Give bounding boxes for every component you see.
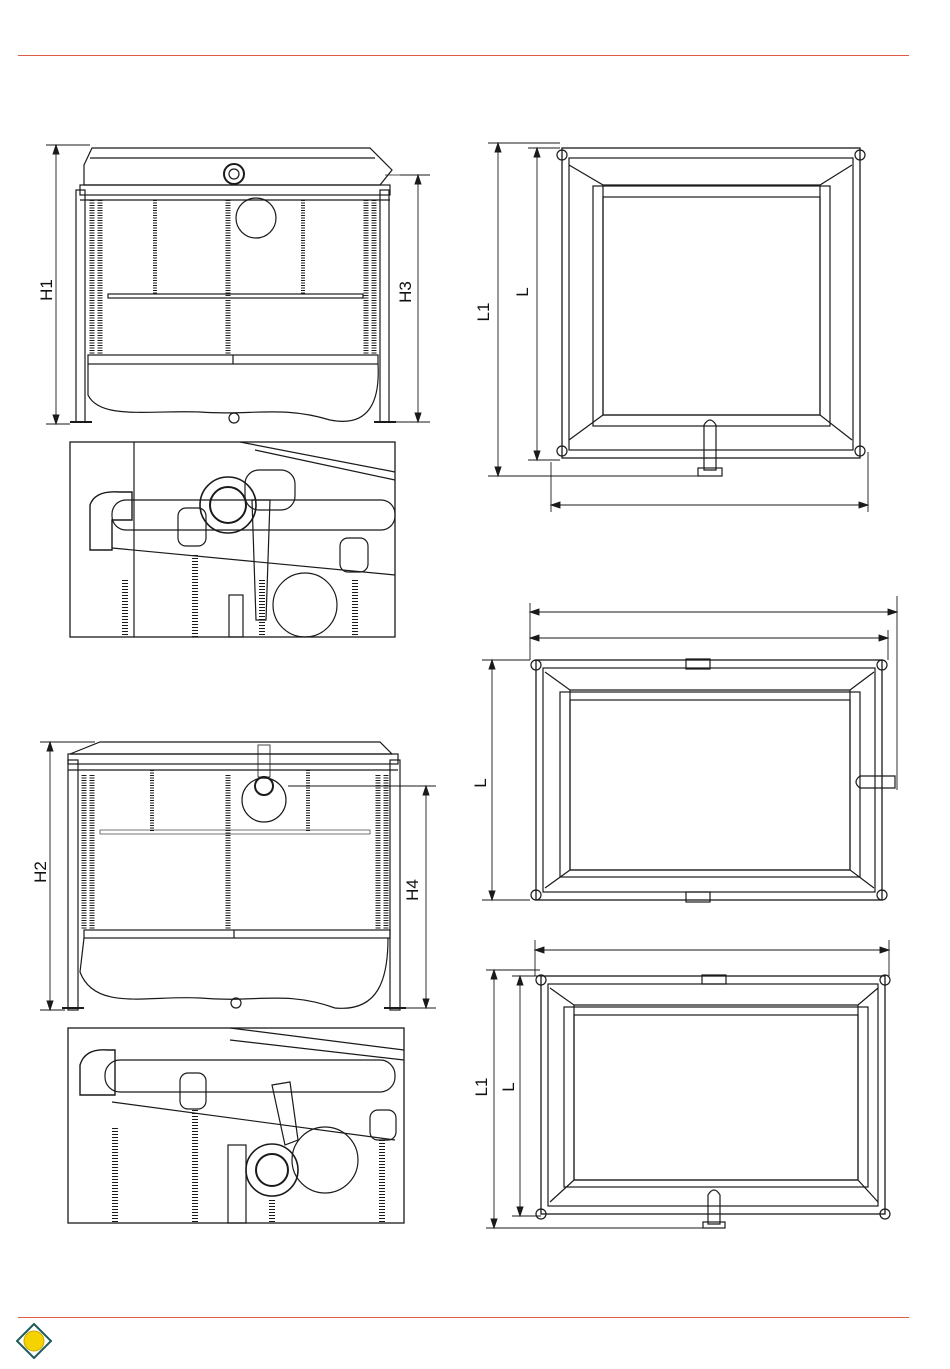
logo-icon [16, 1323, 52, 1359]
dimension-widths-middle [530, 596, 897, 790]
dimension-l-bottom [512, 976, 541, 1216]
springs-2 [84, 770, 386, 930]
label-l-bottom: L [499, 1082, 518, 1091]
dimension-l-top [528, 148, 560, 460]
detail-view-2 [68, 1028, 404, 1223]
label-h2: H2 [31, 861, 50, 883]
label-h1: H1 [37, 279, 56, 301]
dimension-width-bottom [535, 940, 889, 976]
springs-1 [92, 200, 374, 355]
top-view-2 [531, 659, 895, 902]
label-l1-top: L1 [474, 303, 493, 322]
label-h3: H3 [396, 281, 415, 303]
label-l-top: L [513, 287, 532, 296]
front-view-2 [62, 742, 406, 1010]
front-view-1 [70, 148, 430, 423]
label-h4: H4 [403, 879, 422, 901]
dimension-l1-bottom [486, 970, 705, 1228]
detail-view-1 [70, 442, 395, 637]
label-l-middle: L [471, 778, 490, 787]
top-view-1 [557, 148, 865, 476]
label-l1-bottom: L1 [472, 1078, 491, 1097]
dimension-width-top [551, 452, 868, 512]
top-view-3 [536, 975, 890, 1228]
